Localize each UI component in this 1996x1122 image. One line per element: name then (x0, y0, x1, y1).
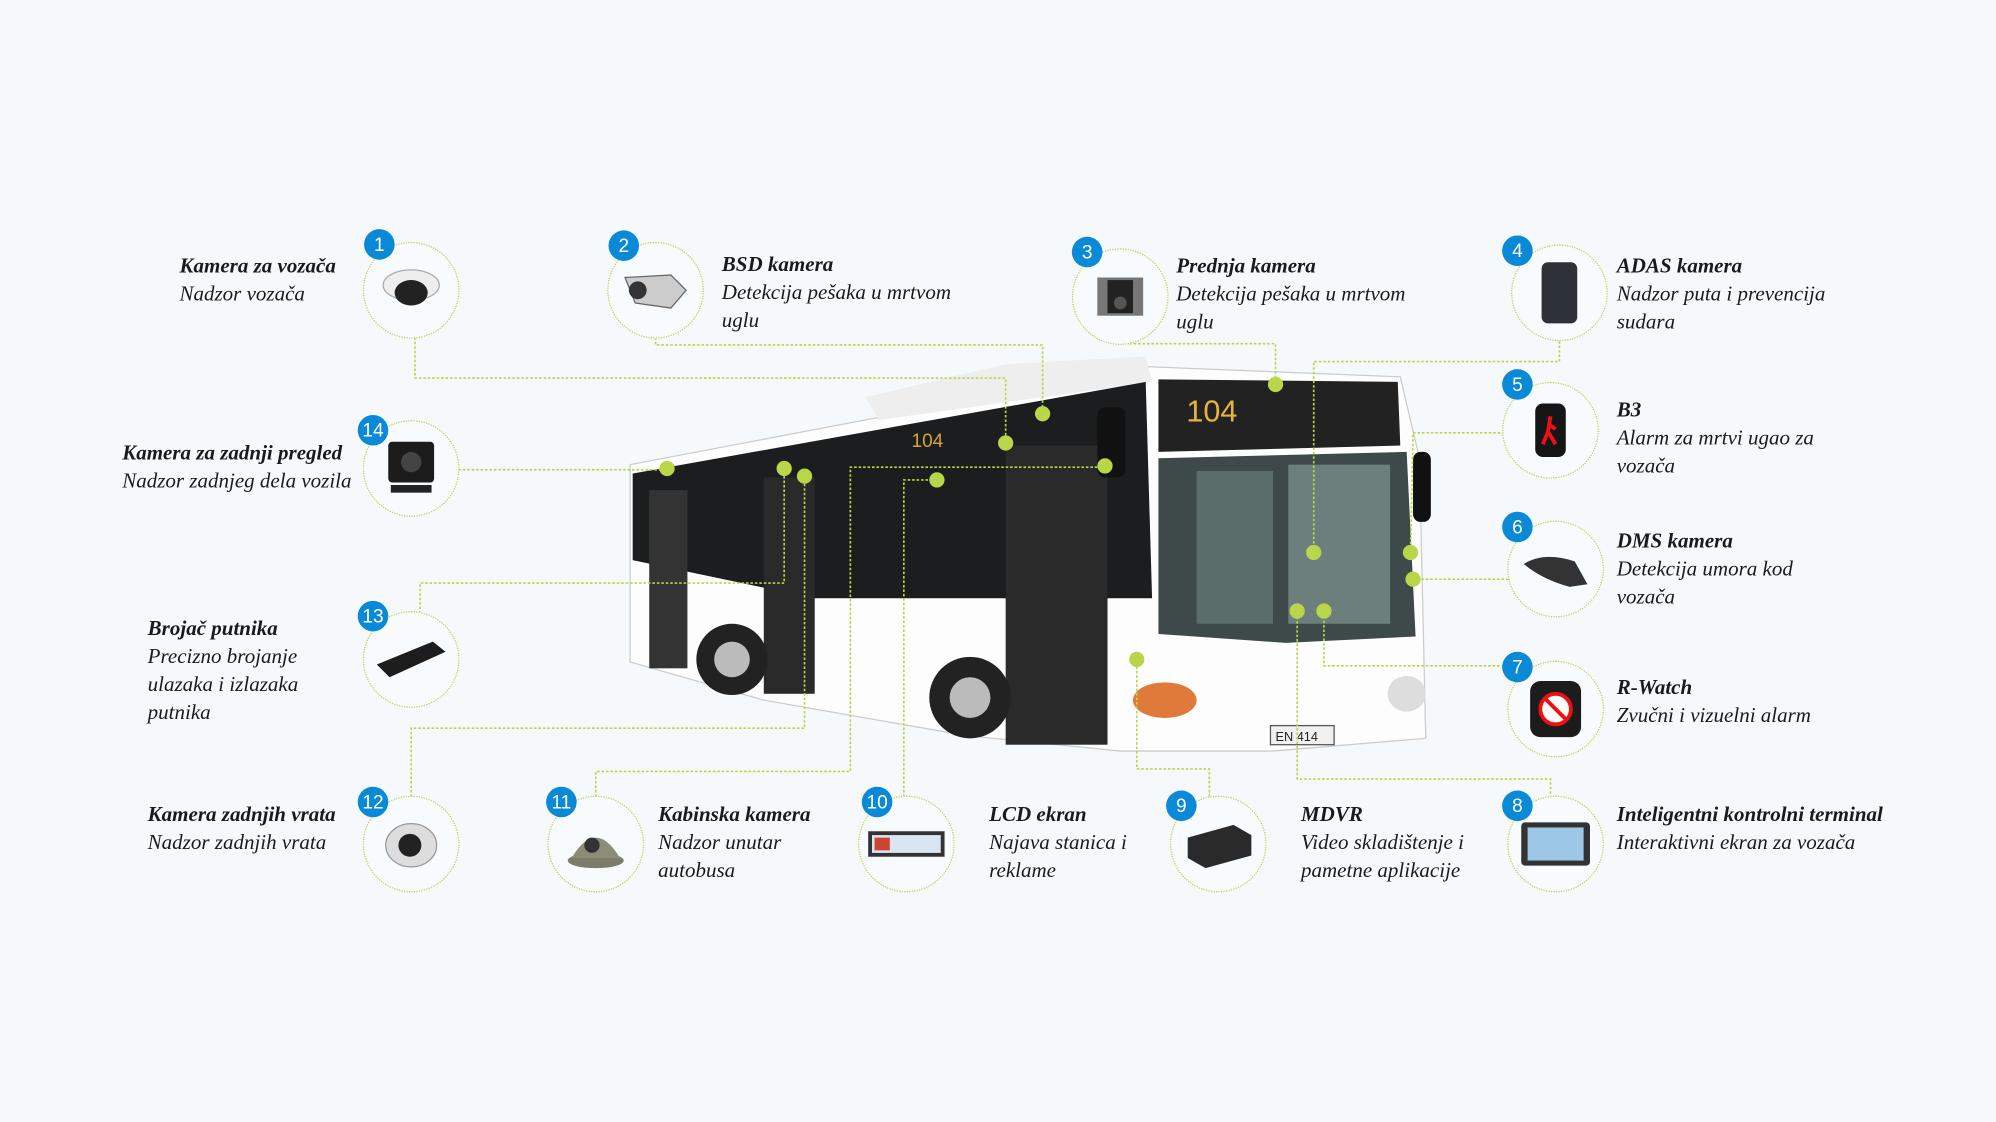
device-title: BSD kamera (721, 252, 834, 277)
device-description: Nadzor puta i prevencija sudara (1616, 281, 1826, 334)
device-title: ADAS kamera (1616, 253, 1743, 278)
number-badge: 9 (1166, 790, 1197, 822)
number-badge: 5 (1502, 369, 1533, 400)
rear-view-camera-icon (383, 439, 439, 498)
connector-lines (410, 337, 1561, 799)
device-title: DMS kamera (1616, 528, 1733, 553)
connection-dots (659, 376, 1421, 668)
number-badge: 13 (357, 600, 389, 632)
lcd-screen-icon (867, 829, 946, 860)
device-description: Video skladištenje i pametne aplikacije (1301, 829, 1464, 883)
number-badge: 8 (1502, 790, 1533, 822)
device-title: B3 (1616, 397, 1642, 422)
device-description: Najava stanica i reklame (989, 829, 1127, 883)
device-description: Precizno brojanje ulazaka i izlazaka put… (147, 644, 299, 725)
r-watch-icon (1528, 679, 1584, 740)
bus-number-front: 104 (1186, 394, 1237, 428)
device-title: MDVR (1301, 801, 1363, 827)
device-description: Nadzor zadnjeg dela vozila (122, 468, 352, 493)
device-description: Detekcija pešaka u mrtvom uglu (721, 280, 952, 333)
number-badge: 3 (1071, 236, 1103, 268)
number-badge: 11 (546, 786, 577, 818)
device-title: Kabinska kamera (658, 801, 811, 827)
number-badge: 4 (1502, 235, 1533, 267)
number-badge: 10 (861, 786, 893, 818)
cabin-camera-icon (564, 817, 628, 870)
blind-spot-alarm-icon (1533, 401, 1569, 460)
adas-camera-icon (1538, 258, 1581, 327)
bus-number-side: 104 (911, 431, 943, 452)
number-badge: 1 (364, 229, 395, 260)
device-description: Alarm za mrtvi ugao za vozača (1616, 425, 1814, 478)
bsd-camera-icon (620, 267, 691, 313)
device-title: Kamera zadnjih vrata (147, 801, 336, 827)
number-badge: 6 (1502, 511, 1533, 543)
license-plate: EN 414 (1276, 729, 1318, 744)
front-camera-icon (1095, 275, 1146, 318)
mdvr-icon (1183, 817, 1254, 870)
device-description: Interaktivni ekran za vozača (1616, 829, 1856, 855)
device-title: Kamera za vozača (179, 253, 336, 278)
device-title: Brojač putnika (147, 616, 278, 641)
bus (629, 356, 1431, 752)
device-title: LCD ekran (989, 801, 1087, 827)
dms-camera-icon (1519, 546, 1593, 592)
dome-camera-icon (379, 265, 443, 316)
device-title: Inteligentni kontrolni terminal (1616, 801, 1883, 827)
passenger-counter-icon (372, 637, 451, 683)
terminal-icon (1519, 820, 1593, 868)
device-title: R-Watch (1616, 674, 1693, 699)
device-description: Zvučni i vizuelni alarm (1616, 702, 1811, 727)
number-badge: 12 (357, 786, 389, 818)
number-badge: 7 (1502, 651, 1533, 683)
device-description: Nadzor vozača (179, 281, 305, 306)
device-description: Nadzor zadnjih vrata (147, 829, 327, 855)
device-image-8 (1507, 795, 1604, 893)
device-description: Nadzor unutar autobusa (658, 829, 782, 883)
rear-door-camera-icon (382, 817, 441, 870)
device-title: Prednja kamera (1176, 253, 1316, 278)
device-image-5 (1502, 381, 1599, 479)
number-badge: 2 (608, 230, 640, 261)
device-description: Detekcija pešaka u mrtvom uglu (1176, 281, 1406, 334)
device-image-2 (607, 241, 704, 339)
device-description: Detekcija umora kod vozača (1616, 556, 1793, 609)
device-title: Kamera za zadnji pregled (122, 440, 343, 465)
number-badge: 14 (357, 414, 389, 446)
